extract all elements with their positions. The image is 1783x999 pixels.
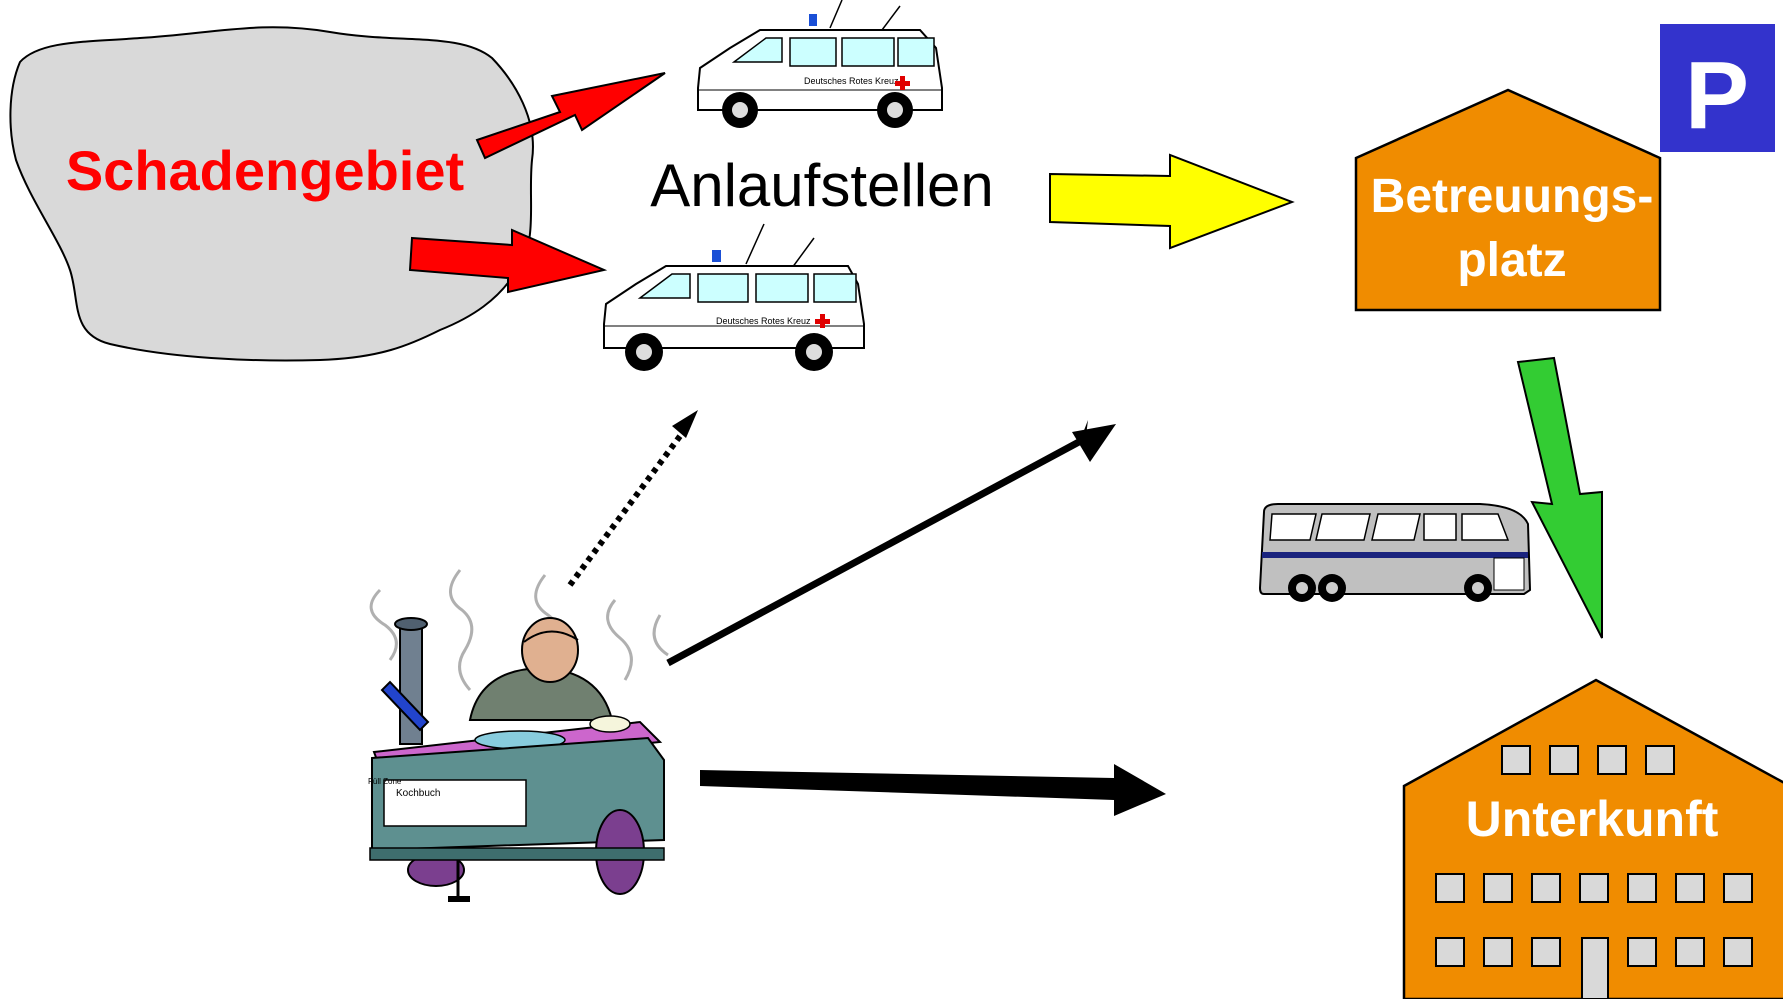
- parking-sign-letter: P: [1685, 42, 1749, 149]
- black-arrow-diagonal-line: [666, 432, 1092, 667]
- ambulance-bottom: Deutsches Rotes Kreuz: [603, 223, 865, 371]
- field-kitchen-trailer: Füll Zone Kochbuch: [368, 569, 669, 902]
- accommodation-label: Unterkunft: [1466, 791, 1719, 847]
- accommodation-door: [1581, 937, 1609, 999]
- cookbook-small-text: Füll Zone: [368, 777, 402, 786]
- care-station-label-line2: platz: [1457, 234, 1566, 287]
- black-arrow-horizontal: [700, 764, 1166, 816]
- dotted-arrow-head: [672, 410, 698, 438]
- red-arrow-lower: [408, 228, 608, 294]
- contact-points-label: Anlaufstellen: [650, 152, 994, 219]
- red-arrow-upper: [475, 72, 666, 160]
- cookbook-sign-text: Kochbuch: [396, 788, 440, 799]
- green-arrow: [1516, 356, 1603, 639]
- ambulance-top: Deutsches Rotes Kreuz: [697, 0, 943, 128]
- parking-sign: [1660, 24, 1775, 152]
- coach-bus: [1258, 503, 1532, 602]
- black-arrow-diagonal-head-tip: [1072, 424, 1116, 462]
- damage-area-shape: [9, 26, 534, 362]
- dotted-arrow-line: [567, 426, 689, 587]
- yellow-arrow: [1049, 153, 1295, 250]
- ambulance-bottom-side-text: Deutsches Rotes Kreuz: [716, 316, 811, 326]
- care-station-label-line1: Betreuungs-: [1371, 170, 1654, 223]
- care-station-building: [1354, 88, 1662, 312]
- accommodation-building: [1402, 678, 1783, 999]
- ambulance-top-side-text: Deutsches Rotes Kreuz: [804, 76, 899, 86]
- damage-area-label: Schadengebiet: [66, 139, 464, 202]
